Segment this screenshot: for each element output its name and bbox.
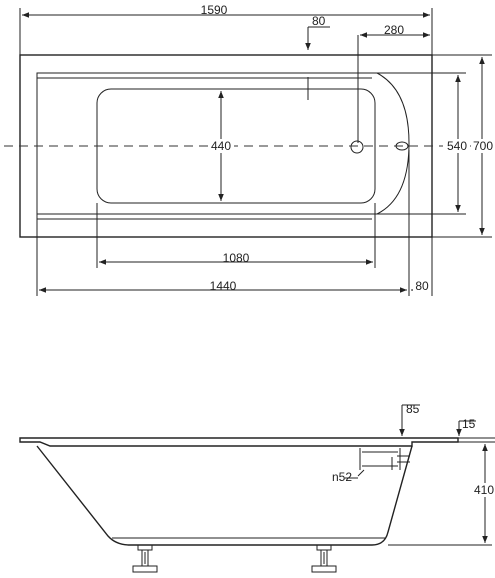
label-background	[208, 139, 234, 153]
overflow-detail	[359, 448, 410, 470]
dim-basin-length-label: 1440	[210, 279, 237, 293]
dim-basin-width-label: 540	[447, 139, 467, 153]
dim-rim-thickness-label: 15	[462, 417, 476, 431]
dim-bottom-length-label: 1080	[223, 251, 250, 265]
dim-height-label: 410	[474, 483, 494, 497]
dim-total-width-label: 700	[473, 139, 493, 153]
dim-drain-offset-label: 80	[312, 14, 326, 28]
support-leg-left	[132, 544, 158, 573]
side-view: 85 15 n52 410	[19, 402, 495, 573]
top-view: 1590 80 280 440 540 700 1080	[4, 3, 495, 296]
dim-total-length-label: 1590	[201, 3, 228, 17]
dim-rim-step-label: 85	[406, 402, 420, 416]
dim-drain-to-end-label: 280	[384, 23, 404, 37]
support-leg-right	[311, 544, 337, 573]
leader-line	[357, 469, 365, 477]
side-body-outline	[36, 445, 413, 546]
drain-circle	[350, 140, 364, 154]
side-rim-outline	[19, 437, 459, 447]
label-background	[471, 483, 495, 497]
label-background	[413, 280, 430, 294]
dim-end-offset-label: 80	[415, 279, 429, 293]
label-background	[443, 139, 470, 153]
dim-inner-width-label: 440	[211, 139, 231, 153]
dim-overflow-label: n52	[332, 470, 352, 484]
basin-outline	[36, 72, 410, 215]
label-background	[471, 139, 495, 153]
